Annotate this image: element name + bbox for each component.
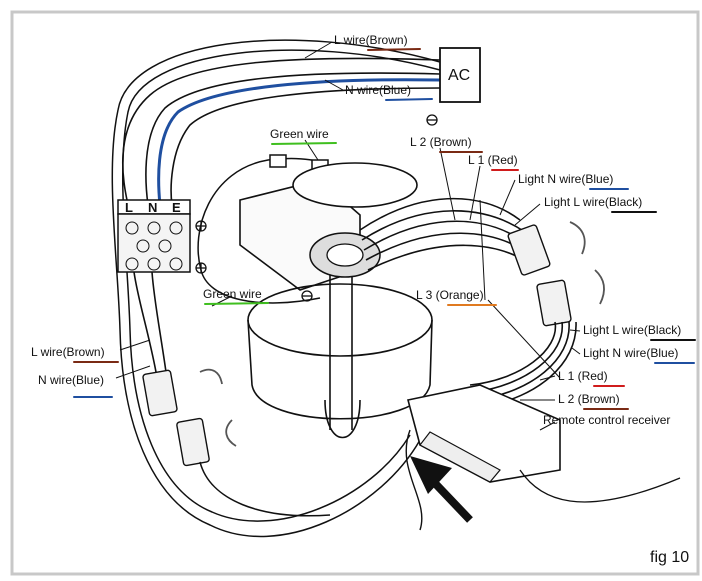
ac-label: AC: [448, 67, 470, 84]
label-receiver: Remote control receiver: [543, 413, 670, 427]
rotate-arrow-icon: [199, 221, 605, 447]
lower-left-connectors: [142, 369, 210, 467]
pointing-arrow-icon: [410, 456, 473, 523]
label-n-wire-left: N wire(Blue): [38, 373, 104, 387]
switch-housing: [292, 162, 418, 278]
label-n-wire-top: N wire(Blue): [345, 83, 411, 97]
terminal-letter-n: N: [148, 200, 157, 215]
label-l1-red-top: L 1 (Red): [468, 153, 518, 167]
figure-border: [10, 10, 700, 576]
light-connector: [507, 224, 572, 327]
label-green-wire-top: Green wire: [270, 127, 329, 141]
label-l-wire-left: L wire(Brown): [31, 345, 105, 359]
label-l1-red-right: L 1 (Red): [558, 369, 608, 383]
label-light-n-right: Light N wire(Blue): [583, 346, 678, 360]
terminal-block: L N E: [117, 199, 191, 273]
label-light-l-right: Light L wire(Black): [583, 323, 681, 337]
label-light-l-top: Light L wire(Black): [544, 195, 642, 209]
label-green-wire-mid: Green wire: [203, 287, 262, 301]
terminal-letter-e: E: [172, 200, 181, 215]
outer-loop-cable: [111, 39, 441, 538]
terminal-letter-l: L: [125, 200, 133, 215]
figure-caption: fig 10: [650, 549, 689, 566]
color-underlines: [73, 48, 696, 410]
label-l-wire-top: L wire(Brown): [334, 33, 408, 47]
remote-receiver: [407, 384, 681, 503]
label-light-n-top: Light N wire(Blue): [518, 172, 613, 186]
leader-lines: [115, 41, 581, 431]
canopy-housing: [247, 250, 433, 439]
label-l2-brown-top: L 2 (Brown): [410, 135, 472, 149]
ac-box: AC: [426, 47, 481, 126]
label-l3-orange: L 3 (Orange): [416, 288, 484, 302]
label-l2-brown-right: L 2 (Brown): [558, 392, 620, 406]
wire-labels: L wire(Brown) N wire(Blue) Green wire L …: [31, 33, 681, 427]
left-down-wires: [133, 271, 167, 373]
blue-wire-top: [157, 78, 441, 206]
